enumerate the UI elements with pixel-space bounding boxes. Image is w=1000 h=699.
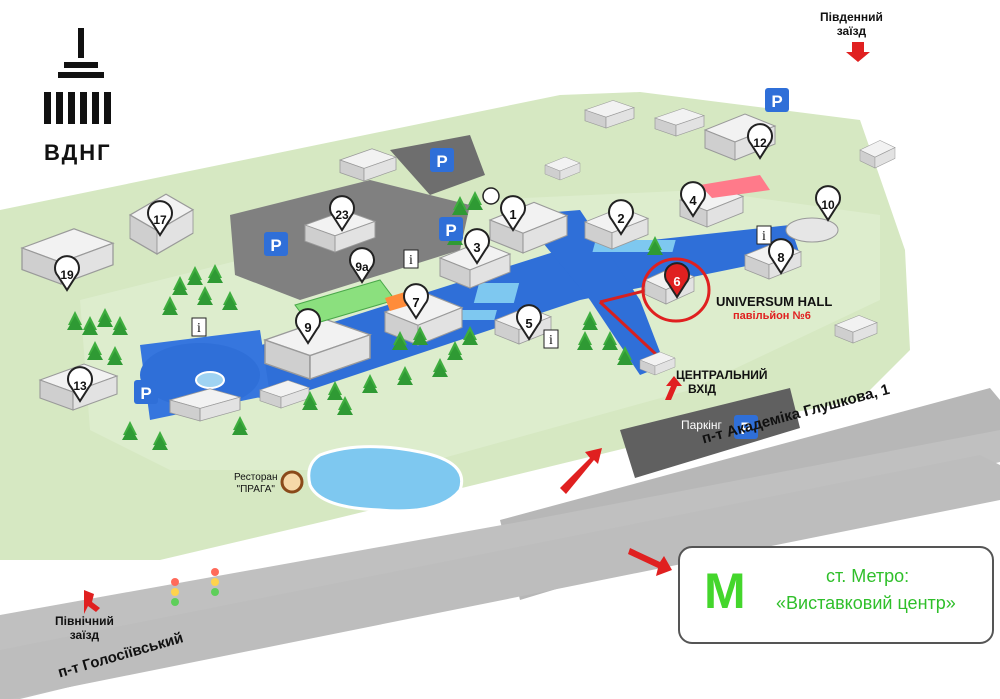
- north-entrance-label[interactable]: Північний заїзд: [55, 614, 114, 642]
- traffic-lights: [171, 568, 219, 606]
- info-icon: i: [762, 229, 766, 244]
- fountain: [195, 371, 225, 389]
- north-entrance-line2: заїзд: [69, 628, 100, 642]
- pavilion-pins: 1 2 3 4 5 6 7 8 9 9а 10 12 13 17 19 23: [54, 123, 841, 402]
- arrow-road-1: [560, 448, 602, 494]
- pavilion-6-label: 6: [673, 274, 680, 289]
- pavilion-9a-label: 9а: [355, 260, 369, 274]
- metro-station-line2: «Виставковий центр»: [776, 593, 956, 613]
- metro-info-box[interactable]: M ст. Метро: «Виставковий центр»: [678, 546, 994, 644]
- parking-icon: P: [140, 384, 151, 403]
- info-icon: i: [197, 321, 201, 336]
- info-icon: i: [549, 333, 553, 348]
- parking-icon: P: [771, 92, 782, 111]
- north-entrance-line1: Північний: [55, 614, 114, 628]
- pavilion-3-label: 3: [473, 240, 480, 255]
- south-entrance-line2: заїзд: [836, 24, 867, 38]
- pool-1: [473, 283, 520, 303]
- pavilion-19-label: 19: [60, 268, 74, 282]
- pavilion-12-label: 12: [753, 136, 767, 150]
- mic-icon: [482, 187, 500, 205]
- pavilion-13-label: 13: [73, 379, 87, 393]
- parking-icons: P P P P P P: [134, 88, 789, 439]
- red-roof: [700, 175, 770, 198]
- parking-lot: [620, 388, 800, 478]
- pavilion-7-label: 7: [412, 295, 419, 310]
- central-entrance-line1: ЦЕНТРАЛЬНИЙ: [676, 368, 768, 382]
- parking-icon: P: [740, 419, 751, 438]
- vdng-logo-text: ВДНГ: [44, 140, 112, 165]
- parking-icon: P: [270, 236, 281, 255]
- restaurant-line2: "ПРАГА": [236, 484, 275, 495]
- pavilion-8-label: 8: [777, 250, 784, 265]
- arrow-central-entrance: [665, 376, 682, 400]
- pavilion-6-sublabel: павільйон №6: [733, 310, 811, 322]
- parking-icon: P: [436, 152, 447, 171]
- pavilion-1-label: 1: [509, 207, 516, 222]
- arrows: [84, 42, 870, 614]
- pavilion-6-highlight-circle: [641, 257, 711, 323]
- restaurant-label[interactable]: Ресторан "ПРАГА": [234, 472, 277, 496]
- metro-symbol: M: [704, 563, 746, 619]
- restaurant-icon: [280, 470, 304, 494]
- road-diagonal: [0, 455, 1000, 699]
- metro-station-line1: ст. Метро:: [826, 566, 910, 586]
- restaurant-line1: Ресторан: [234, 472, 278, 483]
- arrow-south-entrance: [846, 42, 870, 62]
- pavilion-17-label: 17: [153, 213, 167, 227]
- universum-hall-label[interactable]: UNIVERSUM HALL: [716, 294, 833, 309]
- buildings: [21, 100, 896, 422]
- pavilion-2-label: 2: [617, 211, 624, 226]
- arrow-north-entrance: [84, 590, 100, 614]
- pavilion-10-label: 10: [821, 198, 835, 212]
- pavilion-5-label: 5: [525, 316, 532, 331]
- pavilion-23-label: 23: [335, 208, 349, 222]
- parking-label[interactable]: Паркінг: [681, 418, 722, 432]
- central-entrance-line2: ВХІД: [688, 382, 717, 396]
- vdng-logo-icon: [44, 28, 111, 124]
- central-entrance-label[interactable]: ЦЕНТРАЛЬНИЙ ВХІД: [676, 368, 768, 396]
- south-entrance-label[interactable]: Південний заїзд: [820, 10, 883, 38]
- parking-icon: P: [445, 221, 456, 240]
- arrow-metro: [628, 548, 672, 576]
- info-icon: i: [409, 253, 413, 268]
- info-markers: i i i i: [191, 225, 772, 349]
- pavilion-9-label: 9: [304, 320, 311, 335]
- pavilion-4-label: 4: [689, 193, 697, 208]
- south-entrance-line1: Південний: [820, 10, 883, 24]
- walkway-cross: [520, 210, 665, 375]
- pond: [307, 445, 463, 513]
